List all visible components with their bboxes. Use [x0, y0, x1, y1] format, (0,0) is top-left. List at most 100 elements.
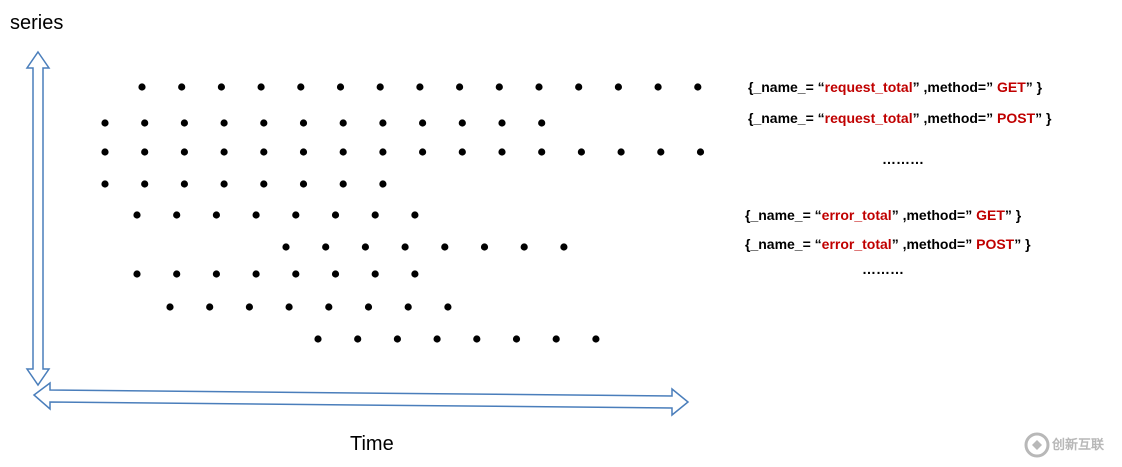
sample-point [336, 83, 345, 91]
sample-point [411, 270, 419, 278]
ellipsis-request: ……… [882, 151, 924, 167]
sample-point [166, 303, 174, 311]
sample-point [322, 243, 330, 251]
sample-point [299, 119, 308, 127]
sample-point [141, 148, 149, 156]
ellipsis-error: ……… [862, 261, 904, 277]
sample-point [101, 119, 109, 127]
sample-point [411, 211, 419, 219]
sample-point [577, 148, 586, 156]
watermark-logo-icon [1024, 432, 1050, 458]
sample-point [141, 180, 149, 188]
sample-point [419, 119, 427, 127]
sample-point [361, 243, 369, 251]
sample-point [444, 303, 452, 311]
sample-point [441, 243, 449, 251]
sample-point [180, 148, 188, 156]
sample-point [401, 243, 409, 251]
sample-point [245, 303, 253, 311]
sample-point [364, 303, 373, 311]
sample-point [458, 119, 466, 127]
sample-point [101, 148, 109, 156]
sample-point [252, 211, 260, 219]
sample-point [512, 335, 521, 343]
sample-point [552, 335, 560, 343]
sample-point [212, 270, 220, 278]
series-key-request-post: {_name_= “request_total” ,method=” POST”… [748, 110, 1052, 126]
sample-point [480, 243, 489, 251]
series-key-request-get: {_name_= “request_total” ,method=” GET” … [748, 79, 1043, 95]
sample-point [339, 180, 347, 188]
sample-point [133, 211, 141, 219]
sample-point [520, 243, 528, 251]
sample-point [694, 83, 702, 91]
sample-point [292, 211, 300, 219]
sample-point [376, 83, 384, 91]
sample-point [141, 119, 149, 127]
sample-point [473, 335, 481, 343]
sample-point [654, 83, 662, 91]
sample-point [371, 270, 379, 278]
sample-point [379, 119, 387, 127]
sample-point [257, 83, 265, 91]
sample-point [101, 180, 109, 188]
sample-point [220, 148, 228, 156]
series-key-error-get: {_name_= “error_total” ,method=” GET” } [745, 207, 1022, 223]
sample-point [433, 335, 441, 343]
sample-point [252, 270, 260, 278]
sample-point [657, 148, 665, 156]
sample-point [325, 303, 333, 311]
sample-point [217, 83, 225, 91]
sample-point [339, 119, 347, 127]
sample-point [696, 148, 705, 156]
sample-point [538, 148, 546, 156]
sample-point [419, 148, 427, 156]
sample-point [297, 83, 305, 91]
sample-point [495, 83, 503, 91]
sample-point [331, 270, 340, 278]
time-axis-label: Time [350, 433, 394, 455]
sample-point [458, 148, 466, 156]
sample-point [178, 83, 186, 91]
series-axis-arrow [25, 50, 51, 387]
sample-point [220, 119, 228, 127]
sample-point [314, 335, 322, 343]
sample-point [379, 148, 387, 156]
sample-point [379, 180, 387, 188]
watermark-text: 创新互联 [1052, 437, 1105, 452]
sample-point [206, 303, 214, 311]
sample-point [456, 83, 464, 91]
sample-point [393, 335, 401, 343]
sample-point [498, 119, 506, 127]
sample-point [133, 270, 141, 278]
sample-point [173, 270, 181, 278]
sample-points-group [101, 83, 705, 343]
sample-point [331, 211, 340, 219]
sample-point [285, 303, 293, 311]
series-axis-label: series [10, 12, 64, 34]
sample-point [299, 148, 308, 156]
sample-point [538, 119, 546, 127]
sample-point [173, 211, 181, 219]
sample-point [560, 243, 568, 251]
sample-point [260, 180, 268, 188]
sample-point [339, 148, 347, 156]
sample-point [138, 83, 146, 91]
sample-point [498, 148, 506, 156]
sample-point [180, 180, 188, 188]
sample-point [212, 211, 220, 219]
sample-point [575, 83, 583, 91]
time-axis-arrow [32, 381, 690, 417]
sample-point [260, 119, 268, 127]
sample-point [371, 211, 379, 219]
series-key-error-post: {_name_= “error_total” ,method=” POST” } [745, 236, 1031, 252]
sample-point [282, 243, 290, 251]
sample-point [180, 119, 188, 127]
sample-point [292, 270, 300, 278]
sample-point [220, 180, 228, 188]
sample-point [535, 83, 543, 91]
sample-point [404, 303, 412, 311]
sample-point [354, 335, 362, 343]
sample-point [592, 335, 600, 343]
